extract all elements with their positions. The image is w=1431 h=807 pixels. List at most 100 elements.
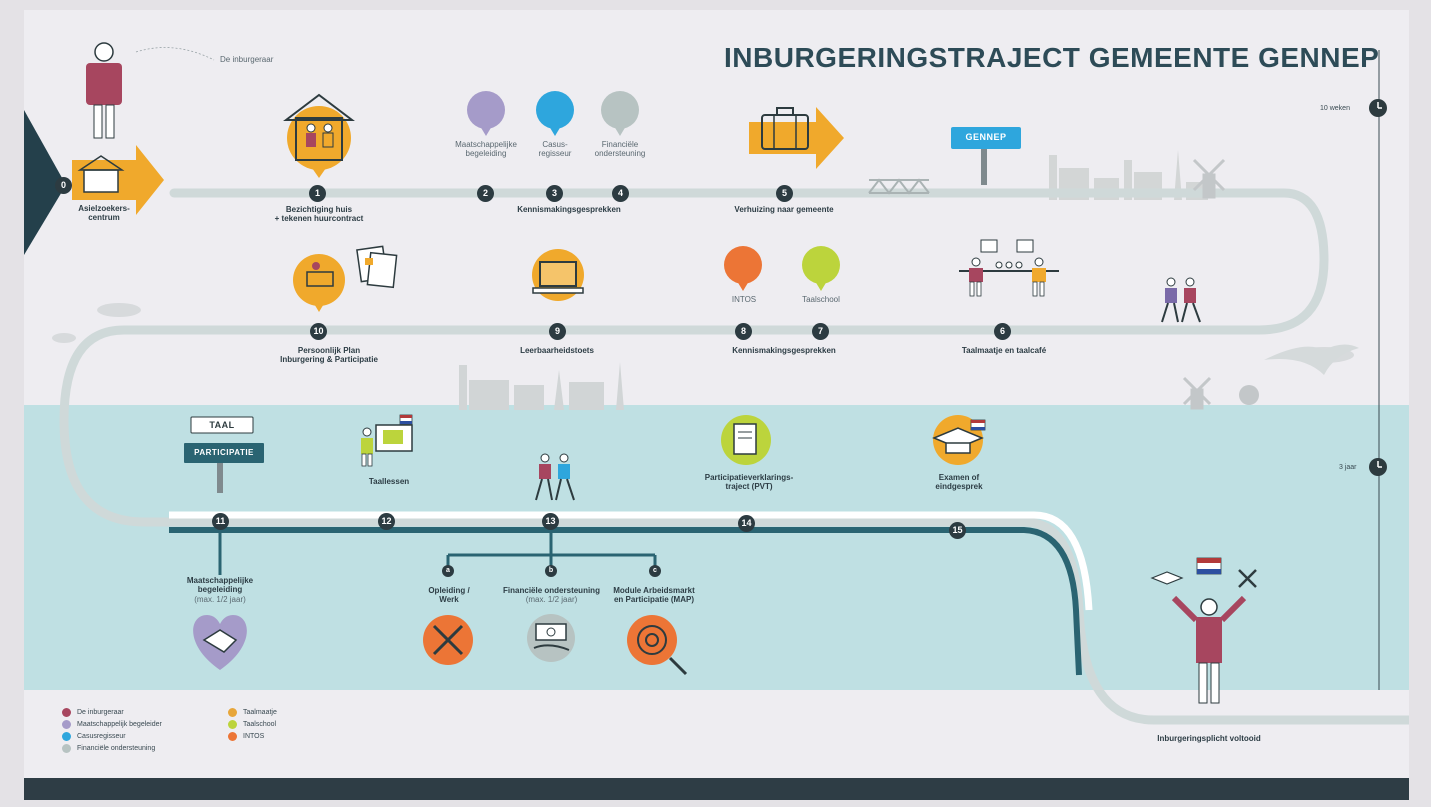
handshake-heart-icon [193,615,247,670]
taallessen-icon [361,414,413,467]
step-marker-5: 5 [776,185,793,202]
step-marker-8: 8 [735,323,752,340]
legend-swatch [62,743,71,753]
option-label-a: Opleiding / Werk [428,586,470,604]
taal-sign-label: TAAL [209,420,235,430]
legend-item: De inburgeraar [62,706,162,718]
step-label-8: INTOS [731,295,757,304]
walking-people-icon [1161,277,1201,323]
step-label-2: Maatschappelijke begeleiding [455,140,517,158]
money-hand-icon [527,614,575,662]
route-lane-white [169,511,1093,611]
step-marker-2: 2 [477,185,494,202]
footer-bar [24,778,1409,800]
step-label-4: Financiële ondersteuning [594,140,646,158]
branch-lines [218,530,657,575]
house-viewing-icon [283,93,355,178]
start-label: Asielzoekers-centrum [78,204,130,222]
tools-icon [423,615,473,665]
legend-item: Casusregisseur [62,730,162,742]
legend-column-2: Taalmaatje Taalschool INTOS [228,706,277,742]
step-marker-13: 13 [542,513,559,530]
participatie-sign-label: PARTICIPATIE [194,448,254,457]
legend-label: Taalmaatje [243,708,277,716]
clock-icon [1369,99,1387,117]
step-label-14: Participatieverklarings- traject (PVT) [704,473,794,491]
skyline-middle [459,362,624,410]
start-arrow-icon [72,145,164,215]
step-label-9: Leerbaarheidstoets [520,346,594,355]
legend-label: Taalschool [243,720,277,728]
legend-label: Financiële ondersteuning [77,744,156,752]
legend-item: INTOS [228,730,277,742]
legend-item: Taalmaatje [228,706,277,718]
step-marker-9: 9 [549,323,566,340]
step-label-11: Maatschappelijke begeleiding [186,576,254,594]
taalschool-bubble-icon [802,246,840,291]
option-label-c: Module Arbeidsmarkt en Participatie (MAP… [613,586,695,604]
pvt-document-icon [721,415,771,465]
group-label-kennismaking-mid: Kennismakingsgesprekken [732,346,836,355]
legend-item: Maatschappelijk begeleider [62,718,162,730]
laptop-test-icon [532,249,584,301]
inburgeraar-figure-icon [86,42,122,139]
timeline-label: 3 jaar [1339,464,1357,471]
completed-person-icon [1150,557,1257,704]
step-marker-11: 11 [212,513,229,530]
legend-column-1: De inburgeraar Maatschappelijk begeleide… [62,706,162,754]
bridge [868,178,930,195]
walking-people-icon [535,453,575,501]
legend-label: De inburgeraar [77,708,124,716]
step-label-15: Examen of eindgesprek [935,473,983,491]
step-marker-10: 10 [310,323,327,340]
financiele-ondersteuning-bubble-icon [601,91,639,136]
maatschappelijke-begeleiding-bubble-icon [467,91,505,136]
step-label-1: Bezichtiging huis + tekenen huurcontract [274,205,364,223]
legend-swatch [62,719,71,729]
route-lane-dark [169,527,1082,676]
poster: INBURGERINGSTRAJECT GEMEENTE GENNEP De i… [24,10,1409,800]
clock-icon [1369,458,1387,476]
legend-swatch [228,719,237,729]
step-marker-6: 6 [994,323,1011,340]
persona-label: De inburgeraar [220,55,274,64]
group-label-kennismaking: Kennismakingsgesprekken [517,205,621,214]
option-marker-a: a [442,565,454,577]
intos-bubble-icon [724,246,762,291]
taal-participatie-sign-icon [184,416,264,493]
exam-graduation-icon [932,415,986,465]
legend-label: INTOS [243,732,265,740]
step-marker-15: 15 [949,522,966,539]
option-marker-c: c [649,565,661,577]
step-marker-0: 0 [55,177,72,194]
magnifier-target-icon [627,615,688,676]
option-marker-b: b [545,565,557,577]
legend-label: Casusregisseur [77,732,126,740]
gennep-sign-icon [951,127,1021,185]
legend-swatch [228,707,237,717]
route-scene [24,42,1409,725]
legend-swatch [62,707,71,717]
windmill-icon [1192,158,1226,199]
legend-item: Taalschool [228,718,277,730]
timeline-label: 10 weken [1320,105,1350,112]
legend-swatch [228,731,237,741]
start-flag [24,110,66,255]
suitcase-move-icon [749,107,844,169]
taalcafe-icon [959,239,1059,297]
legend-label: Maatschappelijk begeleider [77,720,162,728]
route-road [59,188,1409,725]
step-label-7: Taalschool [802,295,840,304]
page-title: INBURGERINGSTRAJECT GEMEENTE GENNEP [724,42,1380,73]
personal-plan-icon [293,245,398,312]
step-marker-7: 7 [812,323,829,340]
step-label-5: Verhuizing naar gemeente [734,205,834,214]
step-marker-14: 14 [738,515,755,532]
casusregisseur-bubble-icon [536,91,574,136]
step-label-3: Casus- regisseur [538,140,572,158]
step-label-6: Taalmaatje en taalcafé [961,346,1047,355]
legend-item: Financiële ondersteuning [62,742,162,754]
step-marker-3: 3 [546,185,563,202]
windmill-icon [1182,376,1259,410]
gennep-sign-label: GENNEP [965,132,1007,142]
